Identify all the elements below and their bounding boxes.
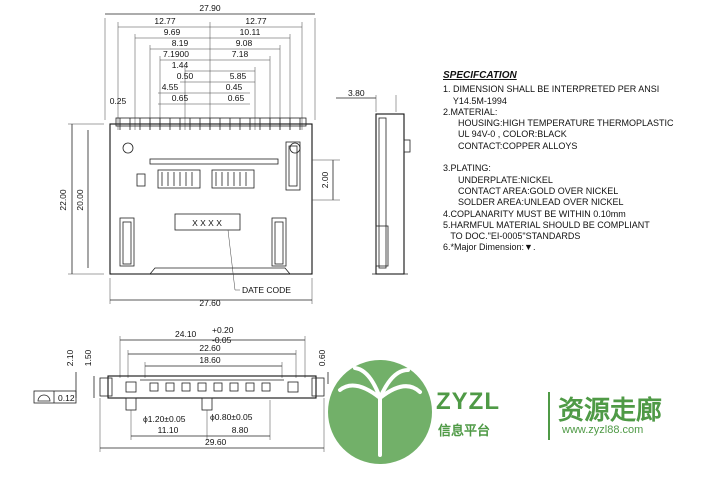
dim-left-2: 9.69 bbox=[164, 27, 181, 37]
dim-right-3: 9.08 bbox=[236, 38, 253, 48]
spec-line: TO DOC."EI-0005"STANDARDS bbox=[443, 231, 581, 242]
watermark-subtitle: 信息平台 bbox=[438, 423, 491, 438]
spec-line: 2.MATERIAL: bbox=[443, 106, 498, 117]
flatness-value: 0.12 bbox=[58, 393, 75, 403]
spec-line: UNDERPLATE:NICKEL bbox=[443, 174, 553, 185]
front-width-2: 22.60 bbox=[199, 343, 221, 353]
dim-right-4: 7.18 bbox=[232, 49, 249, 59]
dim-left-1: 12.77 bbox=[154, 16, 176, 26]
watermark: ZYZL 信息平台 资源走廊 www.zyzl88.com bbox=[318, 358, 718, 468]
dim-left-8: 0.65 bbox=[172, 93, 189, 103]
spec-line bbox=[443, 152, 713, 163]
date-code-label: DATE CODE bbox=[242, 285, 291, 295]
front-width-upper: 24.10 bbox=[175, 329, 197, 339]
spec-line: 5.HARMFUL MATERIAL SHOULD BE COMPLIANT bbox=[443, 219, 650, 230]
top-view: 27.90 12.77 12.77 9.69 10.11 8. bbox=[58, 3, 340, 308]
dim-pitch: 0.25 bbox=[110, 96, 127, 106]
dim-left-3: 8.19 bbox=[172, 38, 189, 48]
dim-right-6: 0.45 bbox=[226, 82, 243, 92]
spec-line: UL 94V-0 , COLOR:BLACK bbox=[443, 129, 567, 140]
overall-bottom-dim: 29.60 bbox=[205, 437, 227, 447]
pos-left-dim: 11.10 bbox=[158, 425, 179, 435]
spec-line: 1. DIMENSION SHALL BE INTERPRETED PER AN… bbox=[443, 84, 660, 95]
front-width-3: 18.60 bbox=[199, 355, 221, 365]
dim-right-5: 5.85 bbox=[230, 71, 247, 81]
bottom-width-dim: 27.60 bbox=[199, 298, 221, 308]
spec-line: Y14.5M-1994 bbox=[443, 95, 507, 106]
front-h3: 0.60 bbox=[317, 349, 327, 366]
dim-left-5: 1.44 bbox=[172, 60, 189, 70]
dim-right-2: 10.11 bbox=[240, 27, 261, 37]
left-dim: 20.00 bbox=[75, 189, 85, 211]
overall-width-dim: 27.90 bbox=[199, 3, 221, 13]
pos-right-dim: 8.80 bbox=[232, 425, 249, 435]
spec-line: CONTACT AREA:GOLD OVER NICKEL bbox=[443, 185, 619, 196]
front-tol-plus: +0.20 bbox=[212, 325, 234, 335]
front-tol-minus: -0.05 bbox=[212, 335, 232, 345]
watermark-separator bbox=[548, 392, 550, 440]
watermark-brand: ZYZL bbox=[436, 388, 500, 415]
front-view: 24.10 +0.20 -0.05 22.60 18.60 2.10 1.5 bbox=[33, 325, 329, 452]
hole-right-dim: ϕ0.80±0.05 bbox=[210, 412, 253, 422]
palm-logo-icon bbox=[328, 360, 432, 464]
dim-left-6: 0.50 bbox=[177, 71, 194, 81]
side-view: 3.80 bbox=[336, 88, 411, 275]
front-h1: 2.10 bbox=[65, 349, 75, 366]
watermark-url: www.zyzl88.com bbox=[562, 424, 644, 436]
spec-line: CONTACT:COPPER ALLOYS bbox=[443, 140, 578, 151]
pin-dim: 2.00 bbox=[320, 171, 330, 188]
dim-left-7: 4.55 bbox=[162, 82, 179, 92]
spec-line: SOLDER AREA:UNLEAD OVER NICKEL bbox=[443, 197, 624, 208]
spec-line: 6.*Major Dimension:▼. bbox=[443, 242, 536, 253]
spec-line: 3.PLATING: bbox=[443, 163, 491, 174]
spec-line: HOUSING:HIGH TEMPERATURE THERMOPLASTIC bbox=[443, 118, 674, 129]
hole-left-dim: ϕ1.20±0.05 bbox=[143, 414, 186, 424]
watermark-cn-text: 资源走廊 bbox=[558, 395, 663, 425]
front-h2: 1.50 bbox=[83, 349, 93, 366]
dim-right-8: 0.65 bbox=[228, 93, 245, 103]
height-dim: 22.00 bbox=[58, 189, 68, 211]
specification-block: SPECIFCATION 1. DIMENSION SHALL BE INTER… bbox=[443, 70, 713, 254]
side-depth-dim: 3.80 bbox=[348, 88, 365, 98]
connector-body-outline bbox=[109, 123, 313, 275]
dim-right-1: 12.77 bbox=[245, 16, 267, 26]
front-body-outline bbox=[107, 375, 317, 399]
spec-title: SPECIFCATION bbox=[443, 70, 517, 81]
spec-line: 4.COPLANARITY MUST BE WITHIN 0.10mm bbox=[443, 208, 626, 219]
dim-left-4: 7.1900 bbox=[163, 49, 189, 59]
marking-text: X X X X bbox=[192, 218, 222, 228]
